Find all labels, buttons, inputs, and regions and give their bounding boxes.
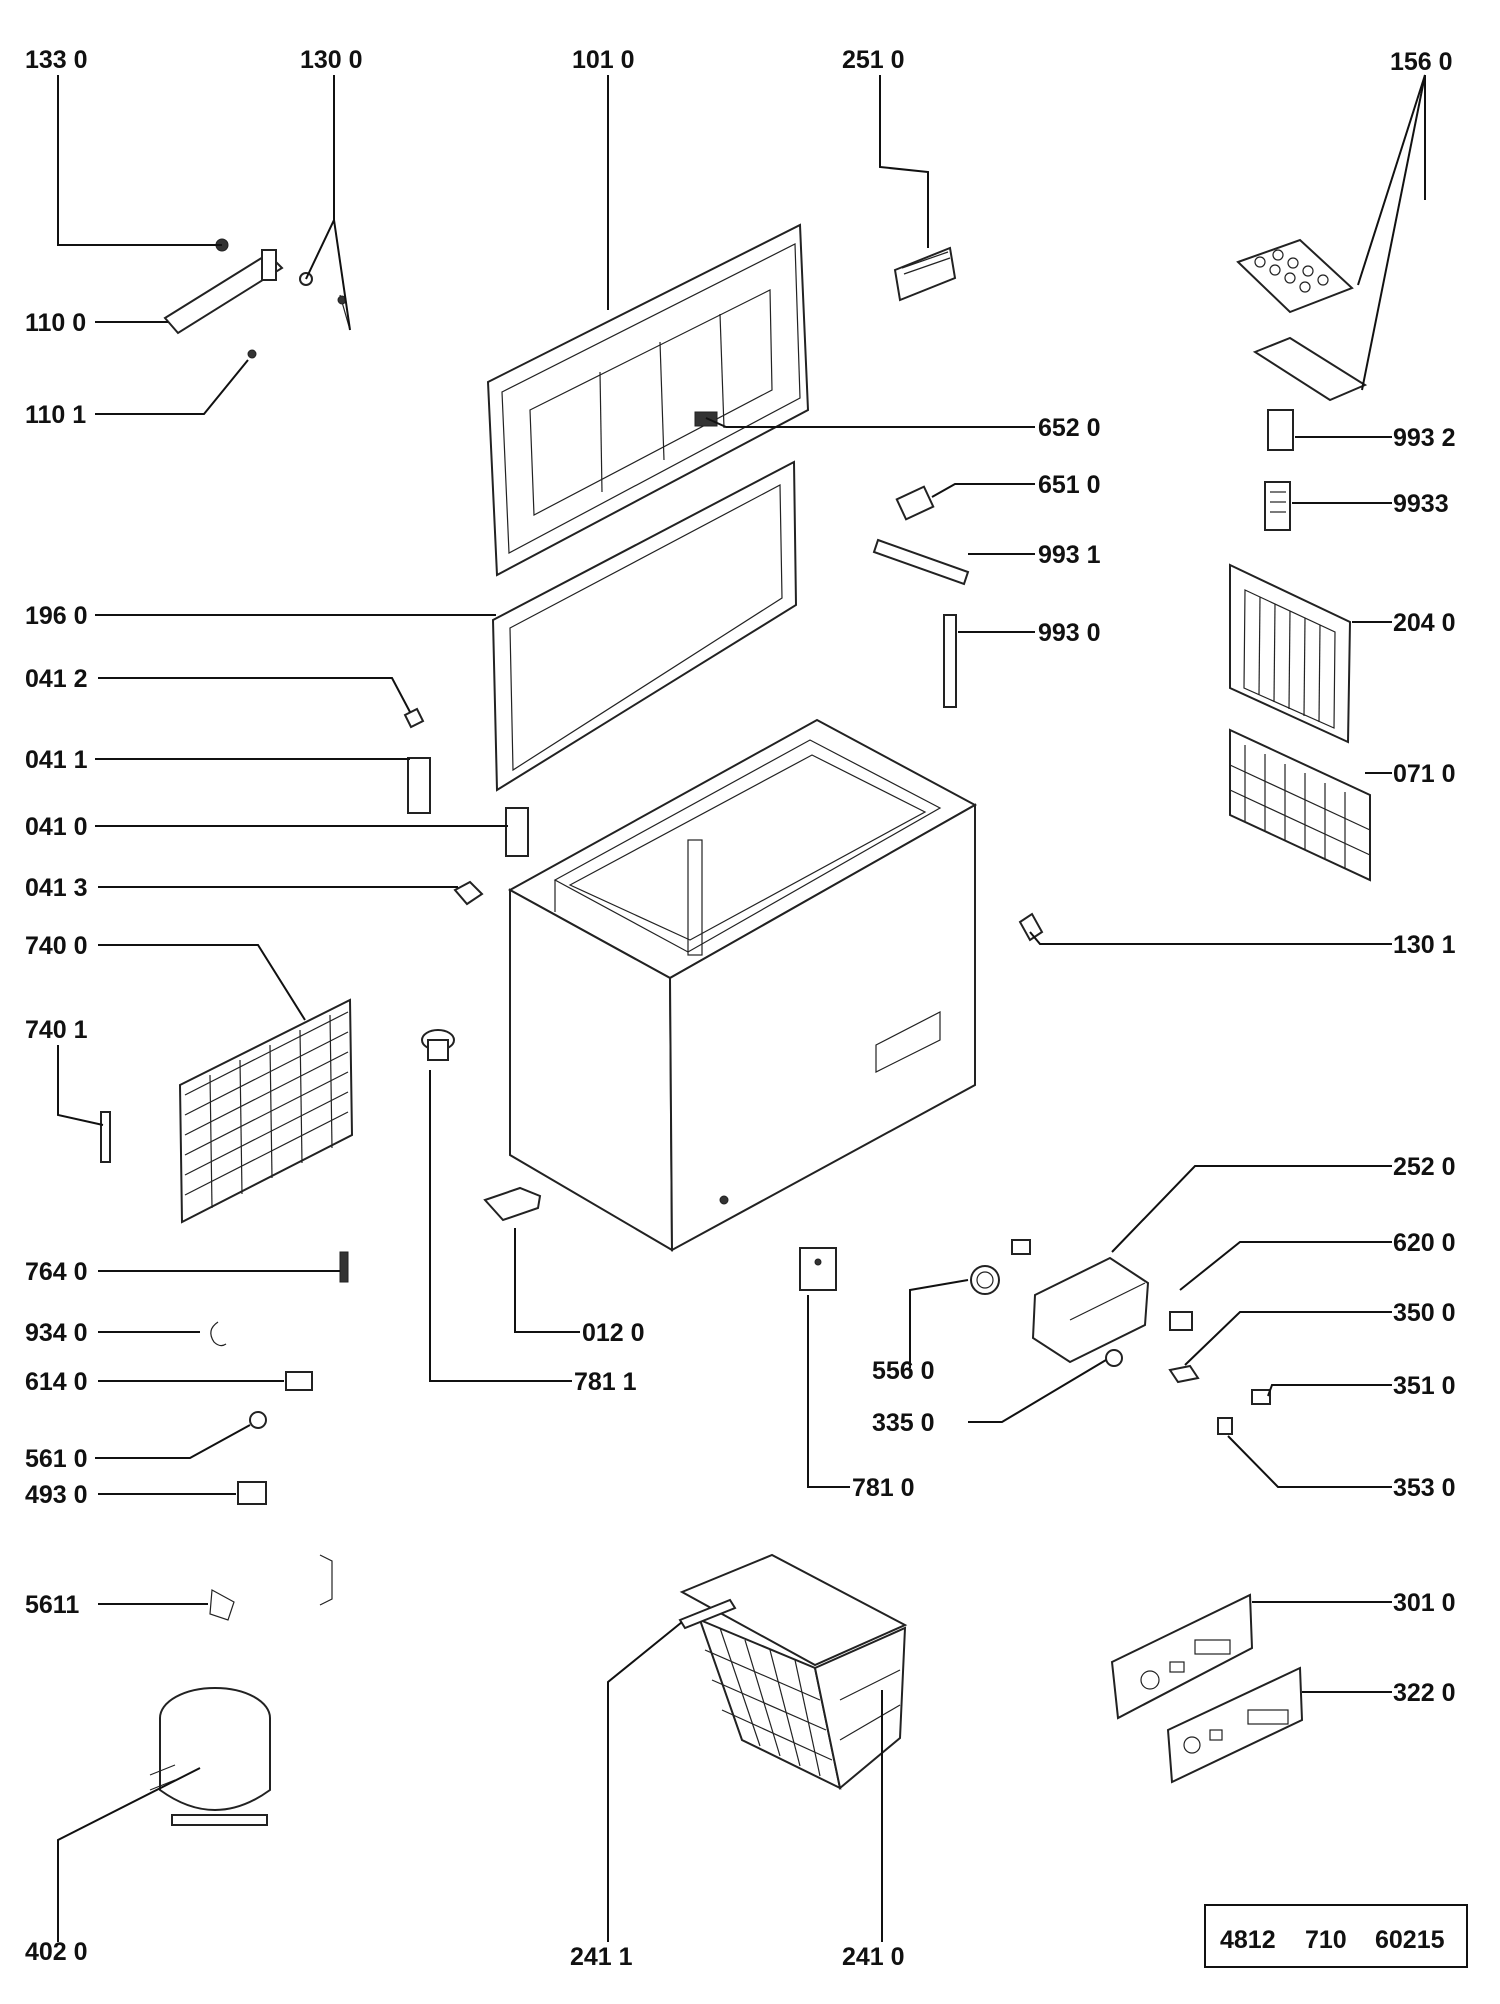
label-493-0: 493 0	[25, 1481, 88, 1509]
compressor-drawing	[149, 1687, 271, 1826]
leader-lines	[57, 74, 1426, 1942]
label-071-0: 071 0	[1393, 760, 1456, 788]
label-350-0: 350 0	[1393, 1299, 1456, 1327]
label-402-0: 402 0	[25, 1938, 88, 1966]
label-041-0: 041 0	[25, 813, 88, 841]
label-301-0: 301 0	[1393, 1589, 1456, 1617]
label-740-0: 740 0	[25, 932, 88, 960]
label-781-1: 781 1	[574, 1368, 637, 1396]
label-041-2: 041 2	[25, 665, 88, 693]
label-130-1: 130 1	[1393, 931, 1456, 959]
handle-drawing	[893, 246, 957, 302]
label-012-0: 012 0	[582, 1319, 645, 1347]
part-labels: 133 0 130 0 101 0 251 0 156 0 110 0 110 …	[25, 46, 1456, 1971]
grille-drawing	[1229, 563, 1352, 744]
lid-drawing	[486, 223, 810, 577]
label-781-0: 781 0	[852, 1474, 915, 1502]
label-252-0: 252 0	[1393, 1153, 1456, 1181]
label-993-2: 993 2	[1393, 424, 1456, 452]
control-panels-drawing	[1110, 1593, 1304, 1784]
doc-number-part2: 710	[1305, 1926, 1347, 1954]
label-652-0: 652 0	[1038, 414, 1101, 442]
lock-parts-drawing	[872, 485, 970, 708]
label-351-0: 351 0	[1393, 1372, 1456, 1400]
label-322-0: 322 0	[1393, 1679, 1456, 1707]
label-651-0: 651 0	[1038, 471, 1101, 499]
label-041-1: 041 1	[25, 746, 88, 774]
label-764-0: 764 0	[25, 1258, 88, 1286]
back-panel-drawing	[1229, 728, 1371, 882]
feet-drawing	[421, 1029, 542, 1222]
label-101-0: 101 0	[572, 46, 635, 74]
label-156-0: 156 0	[1390, 48, 1453, 76]
label-335-0: 335 0	[872, 1409, 935, 1437]
hinge-drawing	[163, 238, 351, 359]
label-196-0: 196 0	[25, 602, 88, 630]
label-133-0: 133 0	[25, 46, 88, 74]
label-251-0: 251 0	[842, 46, 905, 74]
label-110-0: 110 0	[25, 309, 86, 337]
document-number-box: 4812 710 60215	[1204, 1904, 1468, 1968]
label-993-0: 993 0	[1038, 619, 1101, 647]
hinge-parts-drawing	[403, 707, 1044, 942]
electrical-box-drawing	[970, 1239, 1271, 1435]
label-241-1: 241 1	[570, 1943, 633, 1971]
ice-tray-drawing	[1236, 238, 1368, 402]
label-110-1: 110 1	[25, 401, 86, 429]
label-9933: 9933	[1393, 490, 1449, 518]
label-241-0: 241 0	[842, 1943, 905, 1971]
label-934-0: 934 0	[25, 1319, 88, 1347]
label-561-0: 561 0	[25, 1445, 88, 1473]
label-614-0: 614 0	[25, 1368, 88, 1396]
cover-parts-drawing	[1264, 409, 1294, 531]
label-740-1: 740 1	[25, 1016, 88, 1044]
cabinet-drawing	[507, 718, 978, 1252]
small-components-drawing	[209, 1251, 349, 1621]
bracket-drawing	[799, 1247, 837, 1291]
doc-number-part1: 4812	[1220, 1926, 1276, 1954]
gasket-drawing	[491, 460, 798, 792]
label-993-1: 993 1	[1038, 541, 1101, 569]
condenser-drawing	[100, 998, 354, 1224]
label-556-0: 556 0	[872, 1357, 935, 1385]
label-5611: 5611	[25, 1591, 79, 1619]
doc-number-part3: 60215	[1375, 1926, 1445, 1954]
label-204-0: 204 0	[1393, 609, 1456, 637]
label-353-0: 353 0	[1393, 1474, 1456, 1502]
label-041-3: 041 3	[25, 874, 88, 902]
basket-drawing	[678, 1553, 908, 1790]
label-130-0: 130 0	[300, 46, 363, 74]
label-620-0: 620 0	[1393, 1229, 1456, 1257]
